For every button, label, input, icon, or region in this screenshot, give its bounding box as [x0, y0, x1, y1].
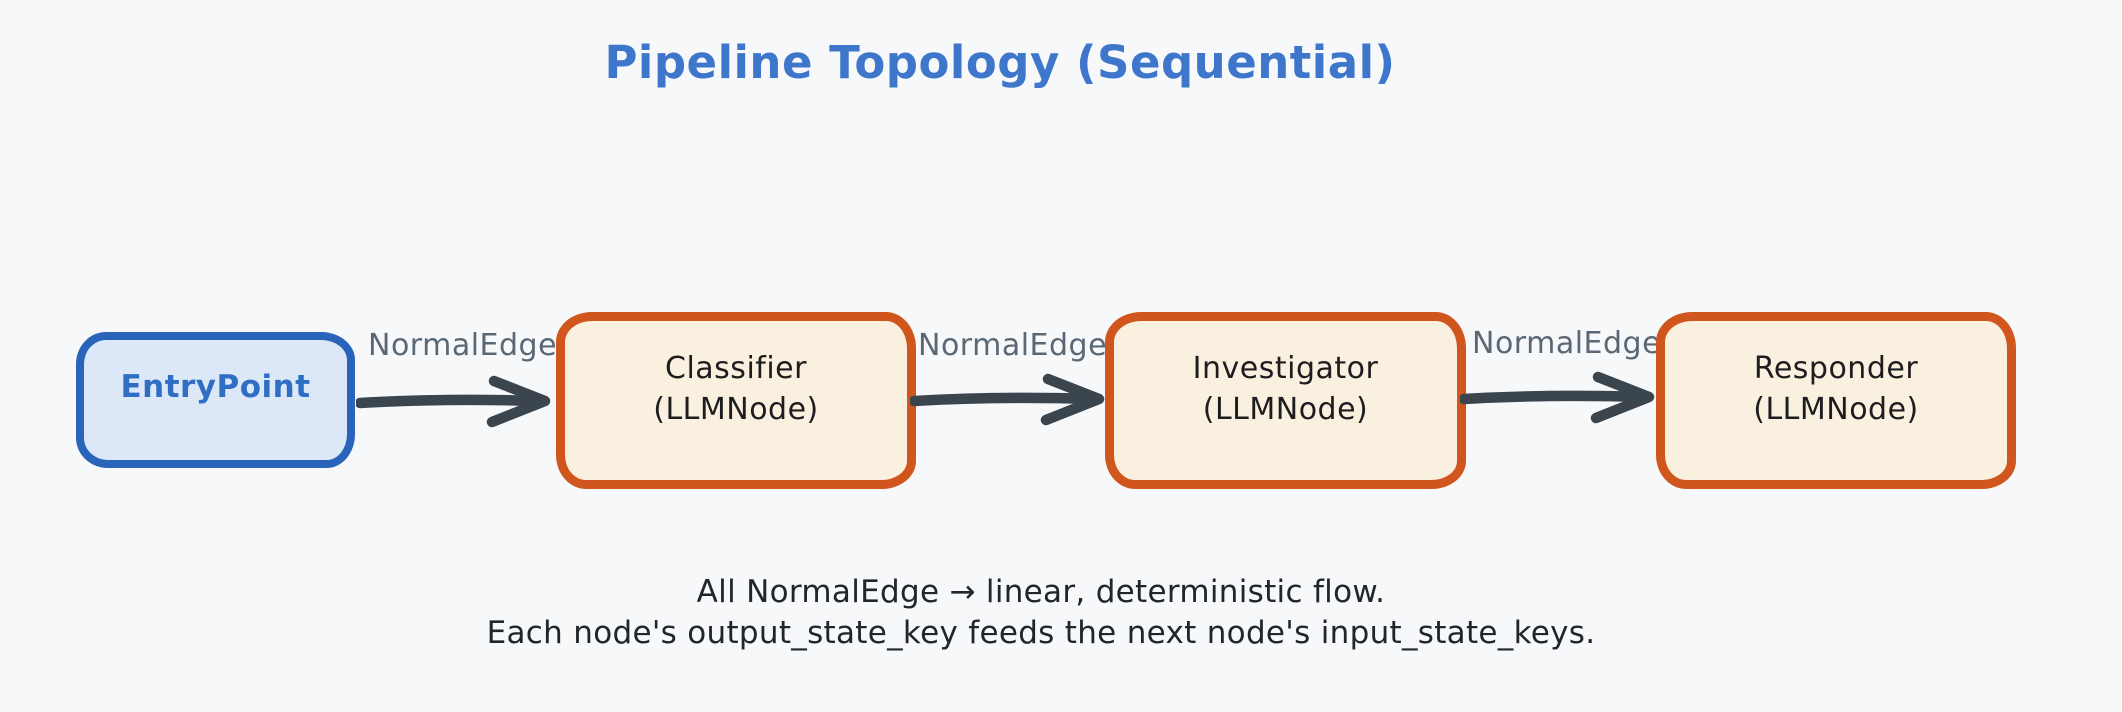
arrow-investigator-to-responder-icon: [1460, 371, 1655, 424]
node-investigator-label: Investigator: [1192, 350, 1379, 386]
caption-line-2: Each node's output_state_key feeds the n…: [486, 615, 1596, 651]
node-classifier: Classifier (LLMNode): [556, 312, 916, 489]
diagram-title: Pipeline Topology (Sequential): [604, 36, 1396, 89]
node-responder-sublabel: (LLMNode): [1753, 391, 1919, 427]
caption-line-1: All NormalEdge → linear, deterministic f…: [696, 574, 1386, 610]
arrow-entry-to-classifier-icon: [356, 375, 551, 428]
node-entrypoint-label: EntryPoint: [120, 369, 311, 405]
node-classifier-label: Classifier: [665, 350, 807, 386]
diagram-caption: All NormalEdge → linear, deterministic f…: [487, 572, 1596, 654]
edge-label-investigator-to-responder: NormalEdge: [1472, 326, 1662, 361]
node-investigator-sublabel: (LLMNode): [1202, 391, 1369, 427]
node-investigator: Investigator (LLMNode): [1105, 312, 1466, 489]
arrow-classifier-to-investigator-icon: [910, 373, 1105, 426]
edge-label-classifier-to-investigator: NormalEdge: [918, 328, 1108, 363]
node-responder: Responder (LLMNode): [1656, 312, 2016, 489]
node-responder-label: Responder: [1753, 350, 1919, 386]
edge-label-entry-to-classifier: NormalEdge: [368, 328, 558, 363]
node-classifier-sublabel: (LLMNode): [653, 391, 819, 427]
node-entrypoint: EntryPoint: [76, 332, 355, 468]
